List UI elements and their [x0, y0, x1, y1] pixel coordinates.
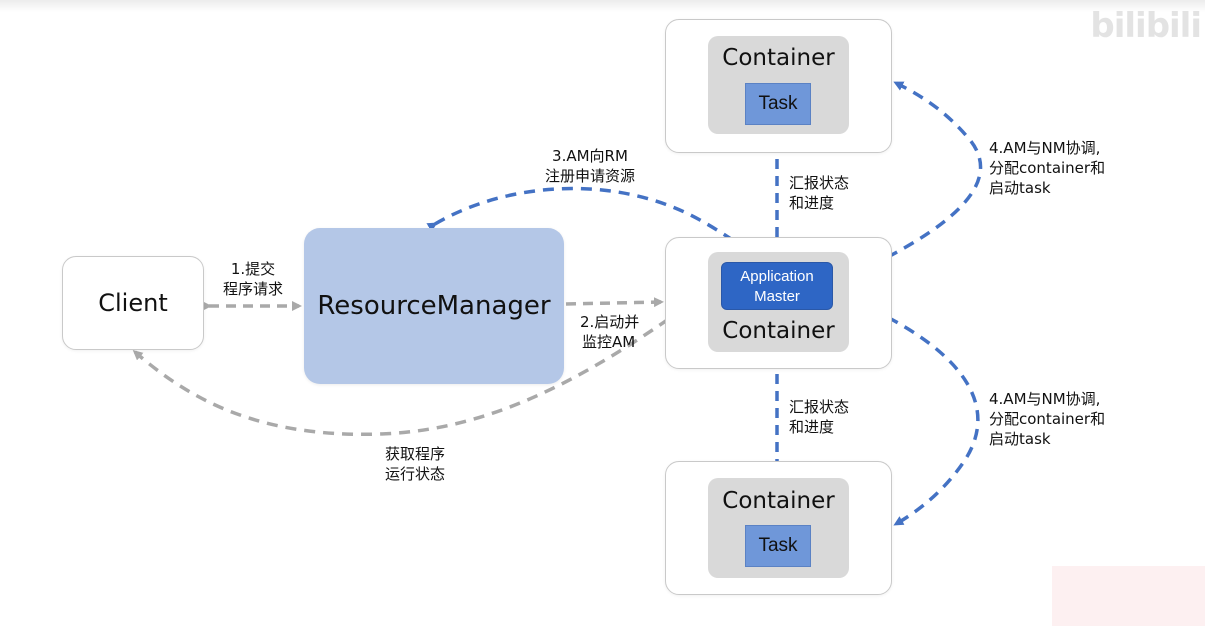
allocate-bottom-label-line2: 分配container和 — [989, 410, 1106, 428]
report-top-label-line2: 和进度 — [789, 194, 835, 212]
allocate-bottom-arrow — [835, 292, 980, 526]
application-master-line2: Master — [754, 288, 800, 305]
client-node: Client — [62, 256, 204, 350]
launch-am-label-line1: 2.启动并 — [580, 313, 640, 331]
container-middle-title: Container — [722, 318, 835, 344]
container-bottom-title: Container — [722, 488, 835, 514]
top-edge-shadow — [0, 0, 1205, 12]
launch-am-label-line2: 监控AM — [582, 333, 636, 351]
report-top-label: 汇报状态 和进度 — [789, 173, 849, 213]
status-label-line2: 运行状态 — [385, 465, 446, 483]
status-label: 获取程序 运行状态 — [385, 444, 445, 484]
status-arrow — [132, 277, 724, 437]
container-top-title: Container — [722, 45, 835, 71]
report-bottom-label-line2: 和进度 — [789, 418, 835, 436]
allocate-top-label-line3: 启动task — [989, 179, 1051, 197]
container-bottom-task: Task — [745, 525, 811, 567]
allocate-bottom-label: 4.AM与NM协调, 分配container和 启动task — [989, 389, 1105, 449]
submit-label-line2: 程序请求 — [222, 280, 283, 298]
allocate-bottom-label-line1: 4.AM与NM协调, — [989, 390, 1101, 408]
corner-tint — [1052, 566, 1205, 626]
application-master-line1: Application — [740, 268, 814, 285]
application-master: Application Master — [721, 262, 833, 310]
allocate-top-label: 4.AM与NM协调, 分配container和 启动task — [989, 138, 1105, 198]
allocate-top-label-line1: 4.AM与NM协调, — [989, 139, 1101, 157]
submit-label-line1: 1.提交 — [230, 260, 276, 278]
report-top-label-line1: 汇报状态 — [789, 174, 850, 192]
submit-label: 1.提交 程序请求 — [218, 259, 288, 299]
resource-manager-label: ResourceManager — [317, 291, 551, 321]
resource-manager-node: ResourceManager — [304, 228, 564, 384]
register-label-line2: 注册申请资源 — [544, 167, 635, 185]
status-label-line1: 获取程序 — [385, 445, 446, 463]
allocate-top-label-line2: 分配container和 — [989, 159, 1106, 177]
register-arrow — [426, 186, 765, 264]
register-label: 3.AM向RM 注册申请资源 — [540, 146, 640, 186]
launch-am-label: 2.启动并 监控AM — [580, 312, 639, 352]
launch-am-arrow — [565, 297, 664, 308]
bilibili-watermark: bilibili — [1090, 6, 1202, 46]
allocate-bottom-label-line3: 启动task — [989, 430, 1051, 448]
client-label: Client — [98, 289, 168, 317]
report-bottom-label-line1: 汇报状态 — [789, 398, 850, 416]
allocate-top-arrow — [835, 81, 983, 284]
container-top-task: Task — [745, 83, 811, 125]
register-label-line1: 3.AM向RM — [552, 147, 628, 165]
report-bottom-label: 汇报状态 和进度 — [789, 397, 849, 437]
